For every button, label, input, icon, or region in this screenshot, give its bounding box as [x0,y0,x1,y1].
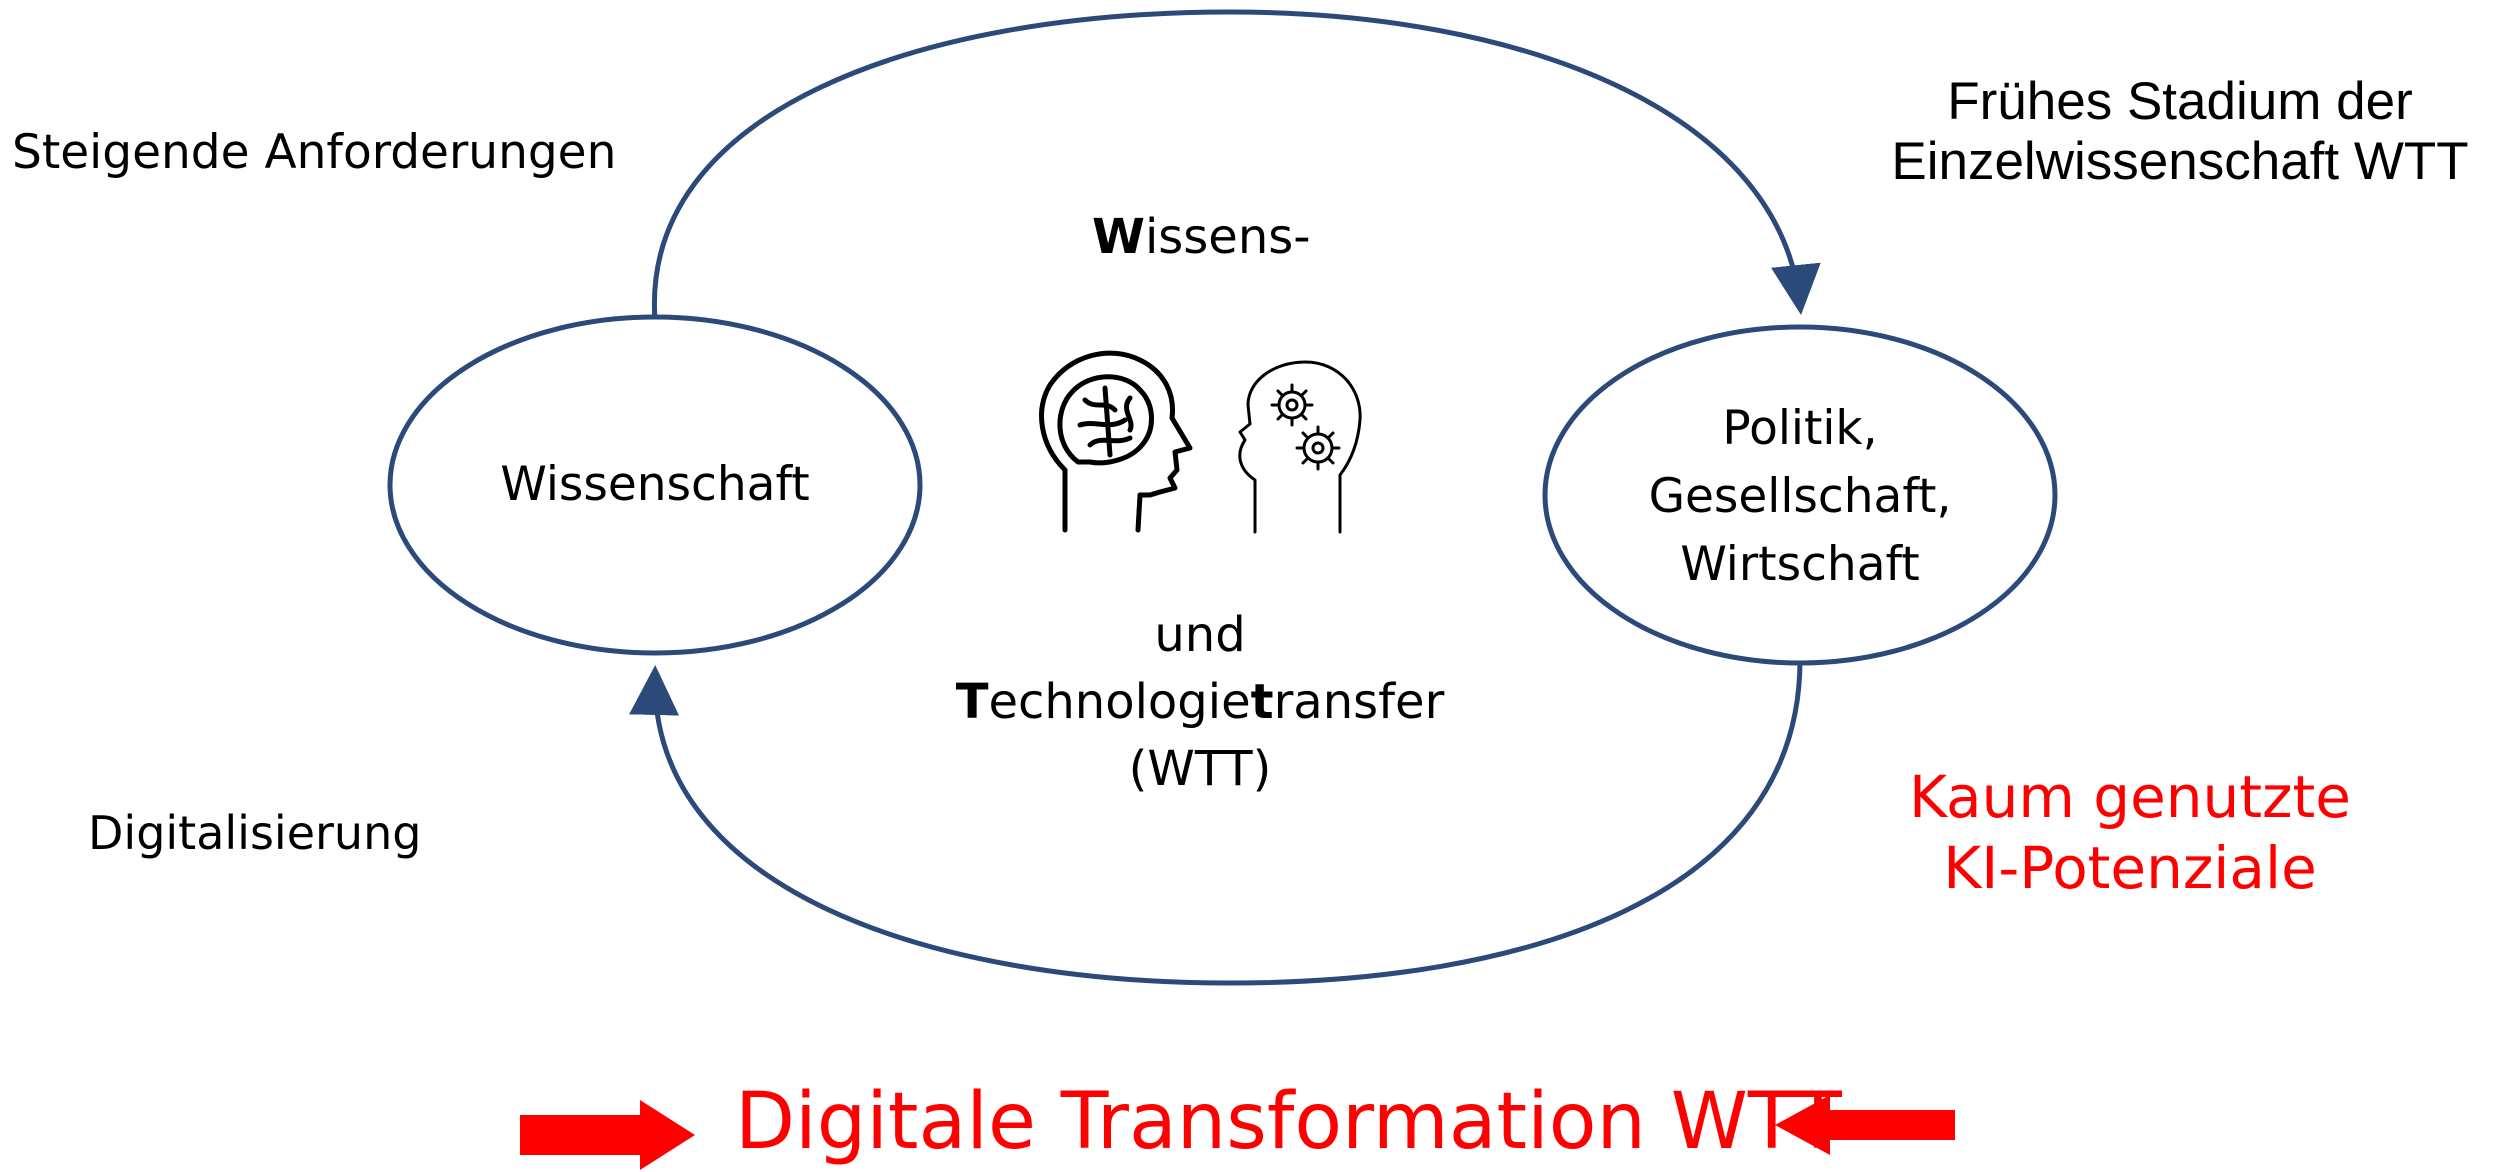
brain-head-icon [1039,350,1193,533]
node-politik-label: Politik, Gesellschaft, Wirtschaft [1560,395,2040,599]
label-ki-potenziale-line1: Kaum genutzte [1909,763,2351,831]
center-t1-bold: T [955,674,989,731]
label-ki-potenziale: Kaum genutzte KI-Potenziale [1850,762,2410,904]
node-politik-line3: Wirtschaft [1680,537,1920,593]
node-wissenschaft-label: Wissenschaft [500,457,810,512]
center-abbr: (WTT) [1128,741,1272,798]
node-politik-line1: Politik, [1722,401,1878,456]
label-steigende-anforderungen: Steigende Anforderungen [12,125,617,180]
center-t2-bold: t [1250,674,1274,731]
center-wissens-bold: W [1092,209,1145,265]
center-wtt-block: und Technologietransfer (WTT) [900,602,1500,804]
center-wissens-rest: issens- [1144,209,1311,265]
label-fruehes-stadium-line1: Frühes Stadium der [1947,72,2413,131]
red-arrow-left [1775,1095,1955,1155]
center-und: und [1154,607,1246,663]
center-t2-rest: ransfer [1273,674,1445,731]
center-t1-mid: echnologie [988,674,1251,731]
node-politik-line2: Gesellschaft, [1648,469,1952,525]
red-arrow-right [520,1100,695,1170]
label-fruehes-stadium-line2: Einzelwissenschaft WTT [1891,131,2469,191]
label-ki-potenziale-line2: KI-Potenziale [1943,833,2317,902]
gears-head-icon [1238,360,1362,534]
cycle-arc-bottom [629,659,1803,986]
footer-title: Digitale Transformation WTT [735,1077,1842,1167]
cycle-arc-top [651,9,1821,321]
center-wissens: Wissens- [1092,207,1311,267]
label-digitalisierung: Digitalisierung [88,806,422,860]
center-technologietransfer: Technologietransfer [900,669,1500,736]
label-fruehes-stadium: Frühes Stadium der Einzelwissenschaft WT… [1855,72,2505,192]
node-politik-gesellschaft-wirtschaft [1542,324,2058,666]
node-wissenschaft [387,314,923,656]
